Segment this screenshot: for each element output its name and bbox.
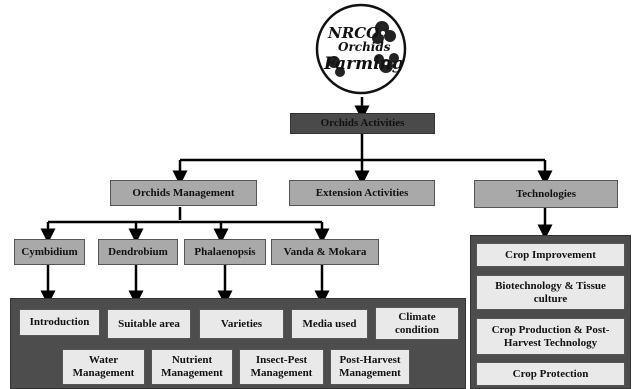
species-node: Vanda & Mokara: [271, 239, 379, 265]
management-topic: Introduction: [19, 309, 100, 336]
technology-item: Biotechnology & Tissue culture: [476, 275, 625, 310]
species-node: Dendrobium: [98, 239, 178, 265]
management-topic: Post-Harvest Management: [330, 349, 410, 385]
management-topic: Varieties: [199, 309, 284, 339]
management-topic: Media used: [291, 309, 368, 339]
management-topic: Climate condition: [375, 307, 459, 340]
node-extension-activities: Extension Activities: [289, 180, 435, 206]
root-node-orchids-activities: Orchids Activities: [290, 113, 435, 134]
species-node: Cymbidium: [14, 239, 85, 265]
technology-item: Crop Improvement: [476, 243, 625, 267]
logo-text-orchids: Orchids: [338, 40, 391, 54]
management-topic: Water Management: [62, 349, 145, 385]
technology-item: Crop Production & Post-Harvest Technolog…: [476, 318, 625, 355]
orchid-flower-icon: [315, 3, 407, 95]
logo-text-nrco: NRCO: [328, 24, 380, 42]
management-topic: Nutrient Management: [151, 349, 233, 385]
node-orchids-management: Orchids Management: [110, 180, 257, 206]
logo-text-farming: Farming: [324, 54, 404, 74]
species-node: Phalaenopsis: [184, 239, 266, 265]
management-topic: Insect-Pest Management: [239, 349, 324, 385]
technology-item: Crop Protection: [476, 362, 625, 386]
management-topic: Suitable area: [107, 309, 191, 339]
nrco-logo: NRCO Orchids Farming: [312, 2, 410, 97]
node-technologies: Technologies: [474, 180, 618, 208]
